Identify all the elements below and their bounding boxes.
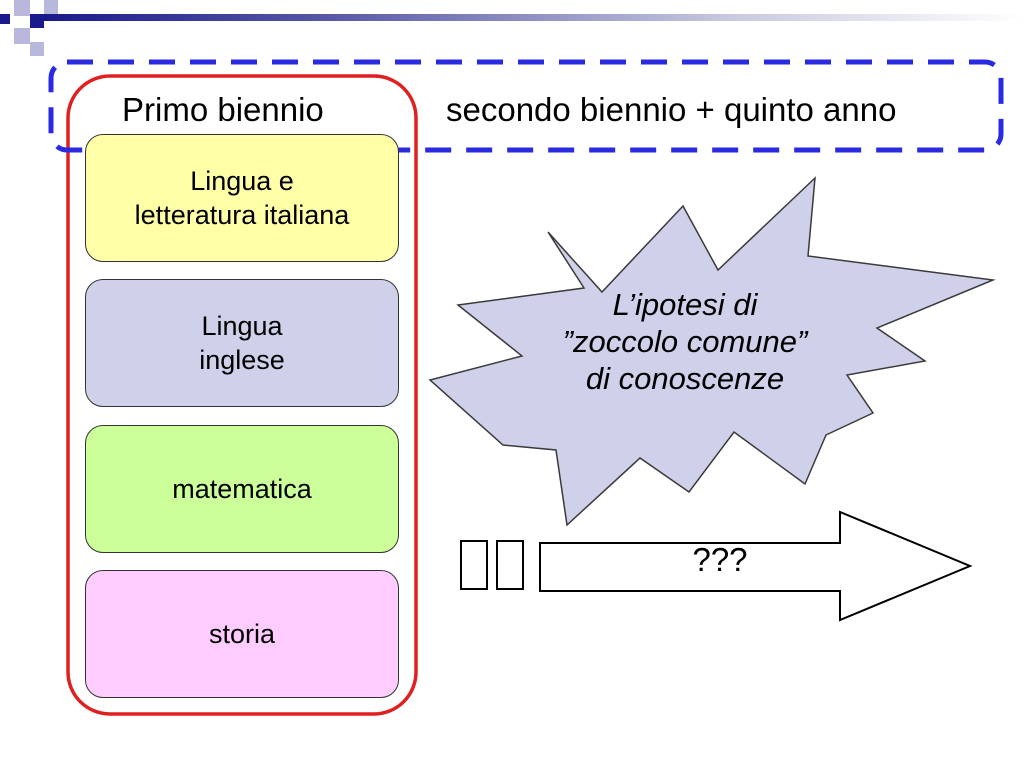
corner-square-light (44, 0, 58, 14)
starburst-shape (428, 176, 996, 527)
arrow-label: ??? (692, 541, 748, 578)
corner-square-light (14, 28, 30, 44)
subject-inglese: Lingua inglese (85, 279, 399, 407)
arrow-shape (539, 510, 973, 622)
corner-square-dark (0, 14, 10, 24)
corner-square-light (30, 42, 44, 56)
subject-storia: storia (85, 570, 399, 698)
header-dashed-frame (48, 59, 1004, 153)
subject-matematica: matematica (85, 425, 399, 553)
subject-italiano: Lingua e letteratura italiana (85, 134, 399, 262)
title-gradient-bar (44, 14, 1024, 21)
missing-glyph-box (460, 540, 488, 590)
primo-biennio-column (66, 74, 418, 716)
missing-glyph-box (496, 540, 524, 590)
header-primo-biennio: Primo biennio (122, 91, 324, 128)
header-secondo-biennio: secondo biennio + quinto anno (446, 91, 897, 128)
corner-square-dark (30, 14, 44, 28)
corner-square-light (14, 0, 30, 16)
zoccolo-comune-text: L’ipotesi di ”zoccolo comune” di conosce… (562, 287, 808, 396)
